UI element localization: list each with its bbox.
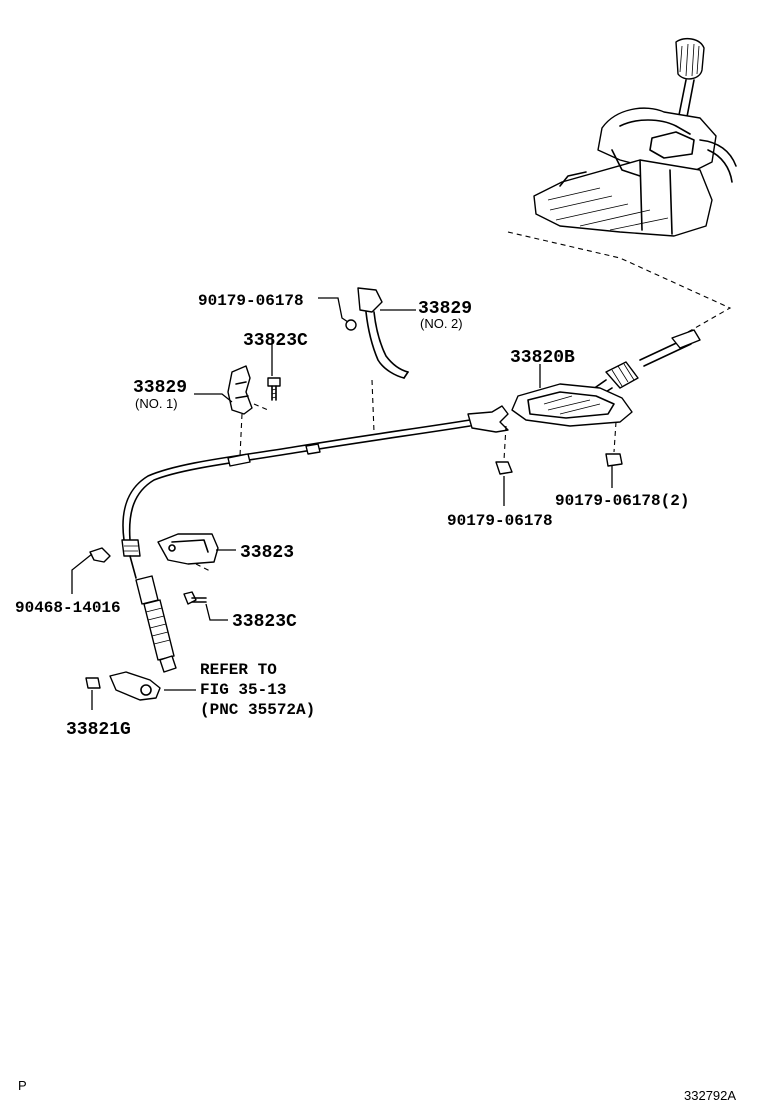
cable-clamp-33829-no1-drawing <box>227 365 281 415</box>
callout-c2-number[interactable]: 33829 <box>418 299 472 319</box>
nuts-90179-drawing <box>495 453 623 475</box>
reference-note-line2[interactable]: FIG 35-13 <box>200 681 286 699</box>
callout-c1-number[interactable]: 90179-06178 <box>198 292 304 310</box>
callout-c3-number[interactable]: 33823C <box>243 331 308 351</box>
footer-left-label: P <box>18 1078 27 1093</box>
callout-c6-number[interactable]: 90179-06178 <box>447 512 553 530</box>
cable-bracket-33820b-drawing <box>511 383 633 427</box>
callout-c7-number[interactable]: 90179-06178(2) <box>555 492 689 510</box>
leader-lines <box>71 297 613 710</box>
callout-c4-number[interactable]: 33829 <box>133 378 187 398</box>
callout-c8-number[interactable]: 33823 <box>240 543 294 563</box>
clip-90468-14016-drawing <box>89 547 111 563</box>
cable-clamp-33829-no2-drawing <box>345 287 409 379</box>
cable-bracket-33823-drawing <box>157 533 219 565</box>
callout-c10-number[interactable]: 33823C <box>232 612 297 632</box>
callout-c4-sub: (NO. 1) <box>135 396 178 411</box>
shift-lever-assembly-drawing <box>533 37 737 237</box>
reference-note-line3: (PNC 35572A) <box>200 701 315 719</box>
callout-c9-number[interactable]: 90468-14016 <box>15 599 121 617</box>
bolt-33823c-lower-drawing <box>183 591 207 605</box>
reference-note-line1: REFER TO <box>200 661 277 679</box>
callout-c11-number[interactable]: 33821G <box>66 720 131 740</box>
transmission-control-cable <box>121 329 701 673</box>
diagram-id-label: 332792A <box>684 1088 736 1103</box>
callout-c5-number[interactable]: 33820B <box>510 348 575 368</box>
lever-33821g-drawing <box>85 671 161 701</box>
callout-c2-sub: (NO. 2) <box>420 316 463 331</box>
